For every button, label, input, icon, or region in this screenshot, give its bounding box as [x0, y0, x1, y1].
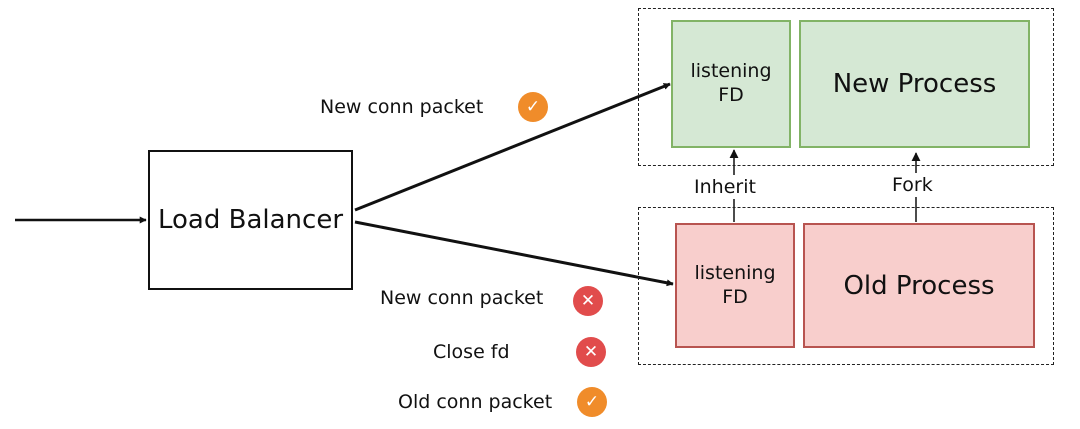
cross-icon: ✕ [576, 337, 606, 367]
new-process-group [638, 8, 1054, 166]
new-listening-fd-label: listening FD [690, 60, 772, 106]
close-fd-label: Close fd [433, 341, 510, 363]
new-conn-packet-to-new-label: New conn packet [320, 96, 484, 118]
load-balancer-label: Load Balancer [157, 205, 344, 235]
old-process-box: Old Process [803, 223, 1035, 348]
new-process-box: New Process [799, 20, 1030, 148]
new-conn-packet-to-old-label: New conn packet [380, 287, 544, 309]
arrow-to-old-fd [354, 220, 674, 287]
inherit-label: Inherit [692, 175, 758, 199]
old-process-label: Old Process [843, 270, 995, 301]
new-listening-fd-box: listening FD [671, 20, 791, 148]
cross-icon: ✕ [573, 286, 603, 316]
old-conn-packet-label: Old conn packet [398, 391, 553, 413]
arrow-to-new-fd [354, 82, 671, 212]
old-listening-fd-box: listening FD [675, 223, 795, 348]
load-balancer-box: Load Balancer [148, 150, 353, 290]
old-listening-fd-label: listening FD [694, 261, 776, 308]
new-process-label: New Process [832, 69, 997, 99]
check-icon: ✓ [518, 92, 548, 122]
old-process-group [638, 207, 1054, 365]
check-icon: ✓ [577, 387, 607, 417]
fork-label: Fork [890, 173, 935, 197]
